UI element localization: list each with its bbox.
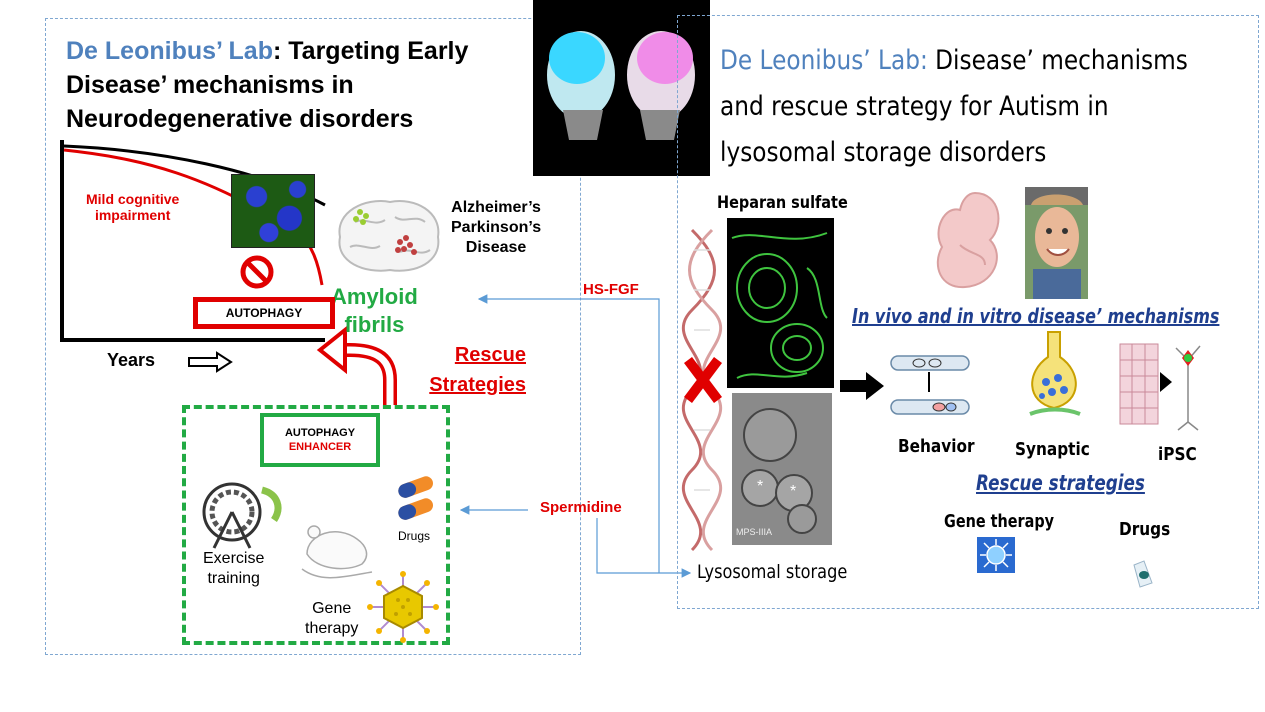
years-arrow-icon [188,351,233,373]
rescue-strategies-right-label: Rescue strategies [976,471,1145,495]
exercise-label: Exercise training [203,549,264,589]
prohibition-icon [240,255,274,289]
right-drugs-label: Drugs [1119,519,1171,540]
child-photo [1025,187,1088,299]
amyloid-line2: fibrils [344,312,405,337]
enhancer-container [182,405,450,645]
right-gene-therapy-label: Gene therapy [944,511,1055,532]
synapse-icon [1029,331,1081,416]
lysosomal-storage-label: Lysosomal storage [697,561,848,583]
rescue-line1: Rescue [454,344,526,366]
viral-vector-icon [367,571,439,643]
left-gene-line2: therapy [305,620,359,637]
amyloid-line1: Amyloid [331,284,418,309]
left-title-lab: De Leonibus’ Lab [66,37,273,65]
right-panel-title: De Leonibus’ Lab: Disease’ mechanisms an… [720,38,1188,176]
disease-line2: Parkinson’s [451,219,542,236]
in-vivo-label: In vivo and in vitro disease’ mechanisms [852,304,1220,328]
neuron-micrograph [231,174,315,248]
behavior-label: Behavior [898,436,975,457]
left-panel [45,18,581,655]
mci-label: Mild cognitive impairment [86,191,179,223]
blue-virus-icon [977,537,1015,573]
heparan-label: Heparan sulfate [717,193,848,213]
amyloid-label: Amyloid fibrils [331,283,418,339]
synaptic-label: Synaptic [1015,439,1090,460]
left-title-rest: : Targeting Early [272,37,469,65]
right-title-line3: lysosomal storage disorders [720,137,1047,168]
enhancer-line1: AUTOPHAGY [284,427,356,439]
mci-label-line1: Mild cognitive [86,191,180,207]
xray-brains-image [533,0,710,176]
drug-bottle-icon [1133,560,1153,588]
ipsc-icon [1119,343,1201,431]
disease-line1: Alzheimer’s [451,199,541,216]
disease-label: Alzheimer’s Parkinson’s Disease [451,198,541,258]
right-title-lab: De Leonibus’ Lab: [720,45,928,76]
fetus-illustration [936,191,1000,289]
left-panel-title: De Leonibus’ Lab: Targeting Early Diseas… [66,34,536,136]
right-title-line2: and rescue strategy for Autism in [720,91,1109,122]
svg-text:*: * [790,483,796,500]
years-label: Years [107,350,156,370]
exercise-line2: training [207,570,260,587]
dna-helix-icon [681,228,723,552]
rescue-line2: Strategies [429,374,526,396]
exercise-line1: Exercise [203,550,265,567]
em-micrograph: * * MPS-IIIA [732,393,832,545]
hsfgf-label: HS-FGF [583,281,639,298]
left-gene-therapy-label: Gene therapy [305,599,358,639]
disease-line3: Disease [465,239,527,256]
heparan-micrograph [727,218,834,388]
mouse-icon [301,525,373,579]
brain-illustration [338,200,440,272]
drugs-capsules-icon [398,476,433,520]
right-panel [677,15,1259,609]
spermidine-label: Spermidine [540,499,622,516]
autophagy-enhancer-box: AUTOPHAGY ENHANCER [260,413,380,467]
left-title-line3: Neurodegenerative disorders [66,105,414,133]
black-arrow-icon [840,372,884,400]
autophagy-box: AUTOPHAGY [193,297,335,329]
behavior-maze-icon [890,355,970,415]
rescue-strategies-label: Rescue Strategies [404,340,526,400]
left-drugs-label: Drugs [398,529,431,543]
right-title-rest: Disease’ mechanisms [927,45,1188,76]
svg-text:*: * [757,478,763,495]
enhancer-line2: ENHANCER [288,441,352,453]
autophagy-box-label: AUTOPHAGY [225,306,303,320]
mci-label-line2: impairment [94,207,171,223]
left-gene-line1: Gene [312,600,352,617]
ipsc-label: iPSC [1158,444,1197,465]
left-title-line2: Disease’ mechanisms in [66,71,354,99]
exercise-wheel-icon [202,482,282,549]
em-label: MPS-IIIA [736,527,773,537]
